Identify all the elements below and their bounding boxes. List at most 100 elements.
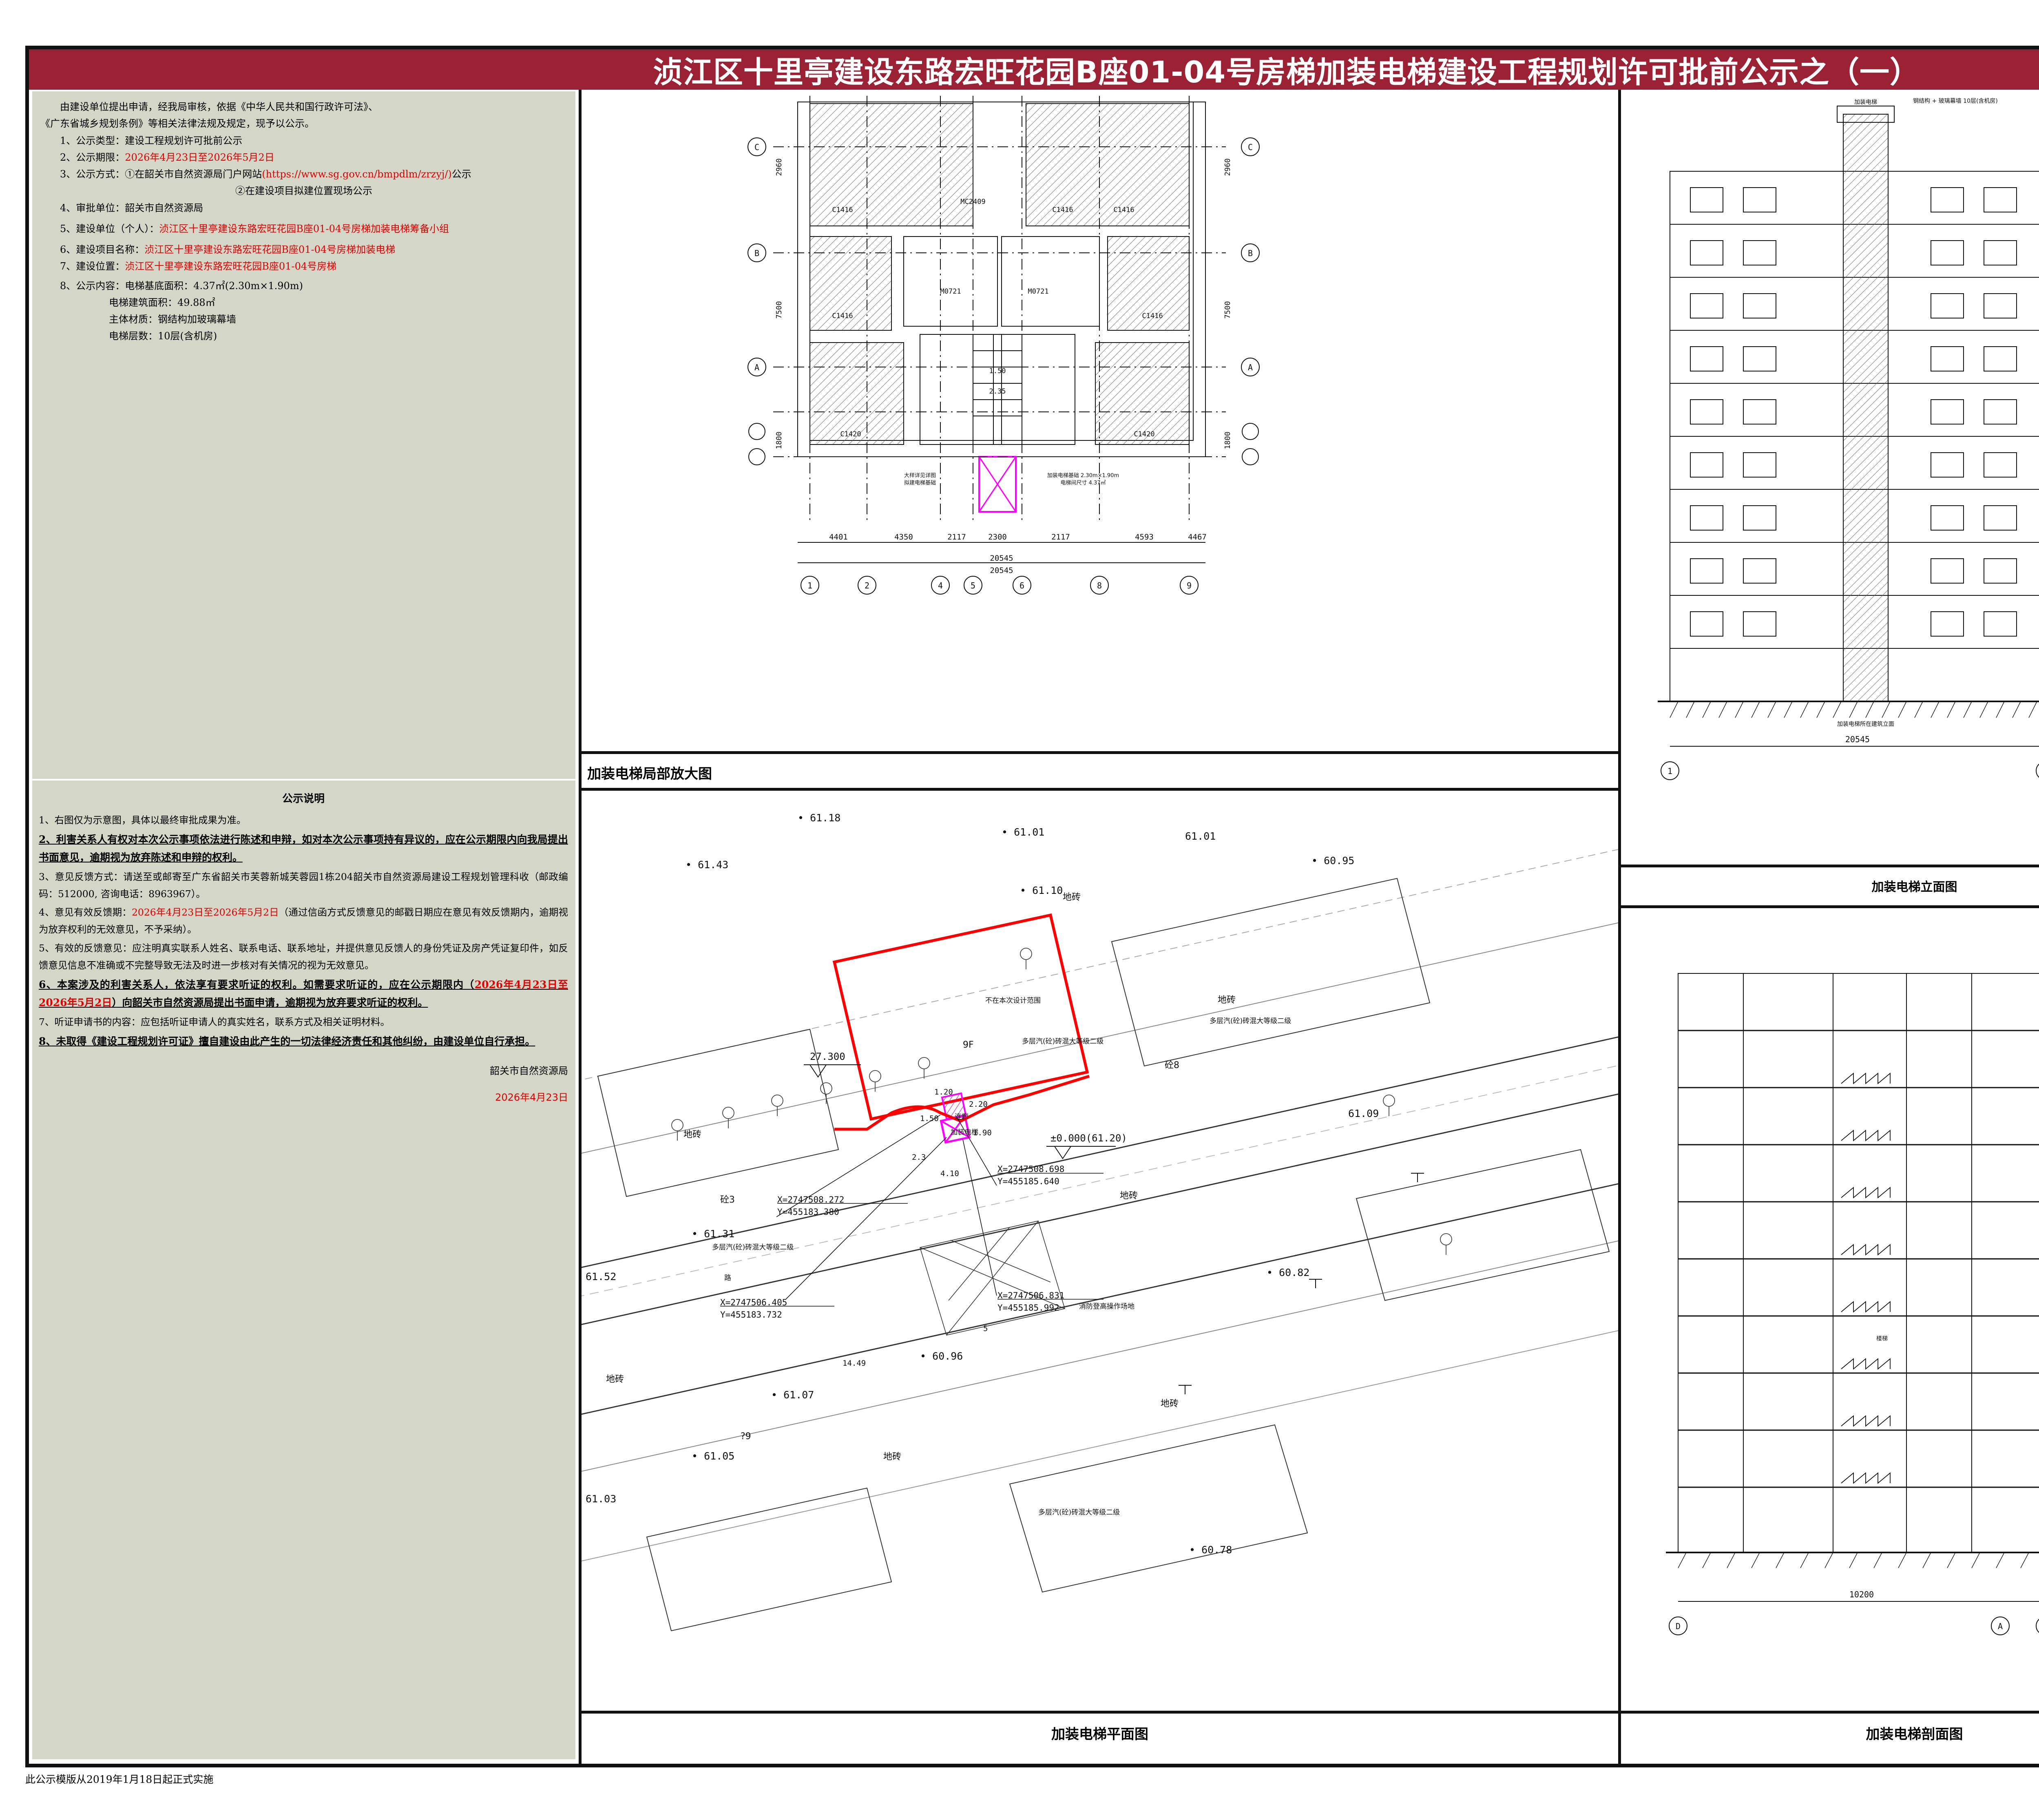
svg-text:地砖: 地砖 <box>1218 995 1236 1005</box>
elevator-site-plan-panel: • 61.18 • 61.01 • 61.43 • 61.10 61.01 • … <box>582 791 1618 1711</box>
page-title: 浈江区十里亭建设东路宏旺花园B座01-04号房梯加装电梯建设工程规划许可批前公示… <box>652 55 1920 90</box>
svg-text:1.50: 1.50 <box>920 1114 939 1123</box>
info-item-8-line-2: 电梯建筑面积：49.88㎡ <box>109 296 215 308</box>
svg-text:多层汽(砼)砖混大等级二级: 多层汽(砼)砖混大等级二级 <box>1210 1017 1291 1025</box>
svg-text:1: 1 <box>1667 766 1672 776</box>
note-3: 3、意见反馈方式：请送至或邮寄至广东省韶关市芙蓉新城芙蓉园1栋204韶关市自然资… <box>39 871 568 900</box>
svg-text:±0.000(61.20): ±0.000(61.20) <box>1050 1132 1127 1144</box>
svg-text:B: B <box>754 248 759 258</box>
info-item-8-label: 8、公示内容： <box>60 280 125 292</box>
svg-text:X=2747506.831: X=2747506.831 <box>997 1291 1064 1300</box>
svg-text:D: D <box>1676 1621 1681 1631</box>
svg-text:连廊: 连廊 <box>955 1113 969 1121</box>
svg-text:2300: 2300 <box>988 533 1007 542</box>
svg-text:C1416: C1416 <box>1052 206 1073 214</box>
divider-elevation-caption-top <box>1621 865 2039 867</box>
info-item-8-line-4: 电梯层数：10层(含机房) <box>109 330 217 342</box>
note-6-tail: ）向韶关市自然资源局提出书面申请，逾期视为放弃要求听证的权利。 <box>112 997 428 1009</box>
note-4: 4、意见有效反馈期：2026年4月23日至2026年5月2日（通过信函方式反馈意… <box>39 904 568 938</box>
svg-text:不在本次设计范围: 不在本次设计范围 <box>985 997 1041 1005</box>
issue-date: 2026年4月23日 <box>495 1092 568 1103</box>
svg-text:C1420: C1420 <box>1134 430 1154 438</box>
svg-text:Y=455185.992: Y=455185.992 <box>997 1303 1059 1313</box>
divider-site-caption-top <box>582 1711 1618 1714</box>
svg-text:4.10: 4.10 <box>940 1169 959 1178</box>
info-item-5-value: 浈江区十里亭建设东路宏旺花园B座01-04号房梯加装电梯筹备小组 <box>159 223 449 234</box>
elevator-site-plan-drawing: • 61.18 • 61.01 • 61.43 • 61.10 61.01 • … <box>582 812 1618 1632</box>
page-title-banner: 浈江区十里亭建设东路宏旺花园B座01-04号房梯加装电梯建设工程规划许可批前公示… <box>29 49 2039 90</box>
svg-text:1.90: 1.90 <box>973 1128 992 1137</box>
elevator-elevation-panel: 27.30024.300 21.30018.300 15.30012.300 9… <box>1621 90 2039 865</box>
svg-text:电梯间尺寸 4.37㎡: 电梯间尺寸 4.37㎡ <box>1060 480 1106 486</box>
svg-text:M0721: M0721 <box>940 287 961 296</box>
info-item-2: 2、公示期限：2026年4月23日至2026年5月2日 <box>40 149 567 166</box>
note-6: 6、本案涉及的利害关系人，依法享有要求听证的权利。如需要求听证的，应在公示期限内… <box>39 976 568 1012</box>
info-item-1: 1、公示类型：建设工程规划许可批前公示 <box>40 133 567 149</box>
notice-info-box: 由建设单位提出申请，经我局审核，依据《中华人民共和国行政许可法》、 《广东省城乡… <box>32 91 575 779</box>
note-1: 1、右图仅为示意图，具体以最终审批成果为准。 <box>39 814 246 826</box>
info-item-1-label: 1、公示类型： <box>60 135 125 146</box>
svg-text:地砖: 地砖 <box>883 1452 901 1462</box>
note-8: 8、未取得《建设工程规划许可证》擅自建设由此产生的一切法律经济责任和其他纠纷，由… <box>39 1035 535 1047</box>
info-item-6: 6、建设项目名称：浈江区十里亭建设东路宏旺花园B座01-04号房梯加装电梯 <box>40 241 567 258</box>
svg-text:地砖: 地砖 <box>1063 892 1081 902</box>
sheet-body: 由建设单位提出申请，经我局审核，依据《中华人民共和国行政许可法》、 《广东省城乡… <box>29 90 2039 1764</box>
svg-text:?9: ?9 <box>741 1431 751 1442</box>
sheet-border <box>25 46 2039 1767</box>
svg-text:2.3: 2.3 <box>912 1153 926 1162</box>
svg-text:20545: 20545 <box>990 554 1013 563</box>
right-drawings-column: 27.30024.300 21.30018.300 15.30012.300 9… <box>1621 90 2039 1764</box>
info-item-5: 5、建设单位（个人）：浈江区十里亭建设东路宏旺花园B座01-04号房梯加装电梯筹… <box>40 221 567 237</box>
svg-text:5: 5 <box>983 1324 988 1333</box>
footer-template-note: 此公示模版从2019年1月18日起正式实施 <box>25 1774 214 1785</box>
svg-text:C1416: C1416 <box>1142 312 1163 320</box>
notes-header: 公示说明 <box>282 793 325 805</box>
svg-text:61.52: 61.52 <box>586 1271 616 1283</box>
svg-text:1: 1 <box>807 581 812 590</box>
caption-site-plan: 加装电梯平面图 <box>1051 1726 1148 1743</box>
note-5: 5、有效的反馈意见：应注明真实联系人姓名、联系电话、联系地址，并提供意见反馈人的… <box>39 942 568 971</box>
svg-text:7500: 7500 <box>775 301 783 318</box>
info-item-6-label: 6、建设项目名称： <box>60 244 145 256</box>
svg-text:5: 5 <box>971 581 975 590</box>
svg-text:加装电梯: 加装电梯 <box>951 1128 978 1137</box>
svg-text:多层汽(砼)砖混大等级二级: 多层汽(砼)砖混大等级二级 <box>1022 1037 1104 1046</box>
svg-text:加装电梯所在建筑立面: 加装电梯所在建筑立面 <box>1837 721 1894 728</box>
info-item-5-label: 5、建设单位（个人）： <box>60 223 159 234</box>
svg-text:2.35: 2.35 <box>989 387 1006 396</box>
svg-text:20545: 20545 <box>1845 734 1870 744</box>
svg-text:砼3: 砼3 <box>720 1195 735 1205</box>
svg-text:1.50: 1.50 <box>989 367 1006 375</box>
info-item-4-value: 韶关市自然资源局 <box>125 202 203 214</box>
svg-text:2960: 2960 <box>1223 158 1232 176</box>
elevator-elevation-drawing: 27.30024.300 21.30018.300 15.30012.300 9… <box>1658 97 2039 780</box>
svg-text:2117: 2117 <box>947 533 966 542</box>
caption-detail-plan: 加装电梯局部放大图 <box>587 766 712 782</box>
divider-detail-bottom <box>582 788 1618 791</box>
svg-text:多层汽(砼)砖混大等级二级: 多层汽(砼)砖混大等级二级 <box>1038 1508 1120 1517</box>
svg-text:6: 6 <box>1020 581 1024 590</box>
svg-text:4350: 4350 <box>894 533 913 542</box>
svg-text:• 61.05: • 61.05 <box>692 1450 734 1462</box>
svg-text:C1416: C1416 <box>832 206 853 214</box>
divider-left <box>579 90 582 1764</box>
svg-text:61.03: 61.03 <box>586 1493 616 1505</box>
svg-text:消防登高操作场地: 消防登高操作场地 <box>1079 1303 1134 1311</box>
info-item-3-url[interactable]: (https://www.sg.gov.cn/bmpdlm/zrzyj/) <box>262 168 452 180</box>
svg-text:2117: 2117 <box>1051 533 1070 542</box>
note-6-lead: 6、本案涉及的利害关系人，依法享有要求听证的权利。如需要求听证的，应在公示期限内… <box>39 978 475 991</box>
svg-text:• 61.18: • 61.18 <box>798 812 840 824</box>
svg-text:M0721: M0721 <box>1028 287 1048 296</box>
svg-text:地砖: 地砖 <box>683 1130 701 1140</box>
note-4-body: （通过信函方式反馈意见的邮戳日期应在意见有效反馈期内，逾期视为放弃权利的无效意见… <box>39 907 568 935</box>
svg-text:地砖: 地砖 <box>1120 1191 1138 1201</box>
caption-elevation: 加装电梯立面图 <box>1871 880 1957 894</box>
svg-text:9: 9 <box>1187 581 1192 590</box>
svg-text:C1416: C1416 <box>832 312 853 320</box>
note-4-date: 2026年4月23日至2026年5月2日 <box>131 907 279 918</box>
svg-text:4: 4 <box>938 581 943 590</box>
svg-text:• 61.31: • 61.31 <box>692 1228 734 1240</box>
divider-section-caption-top <box>1621 1711 2039 1714</box>
